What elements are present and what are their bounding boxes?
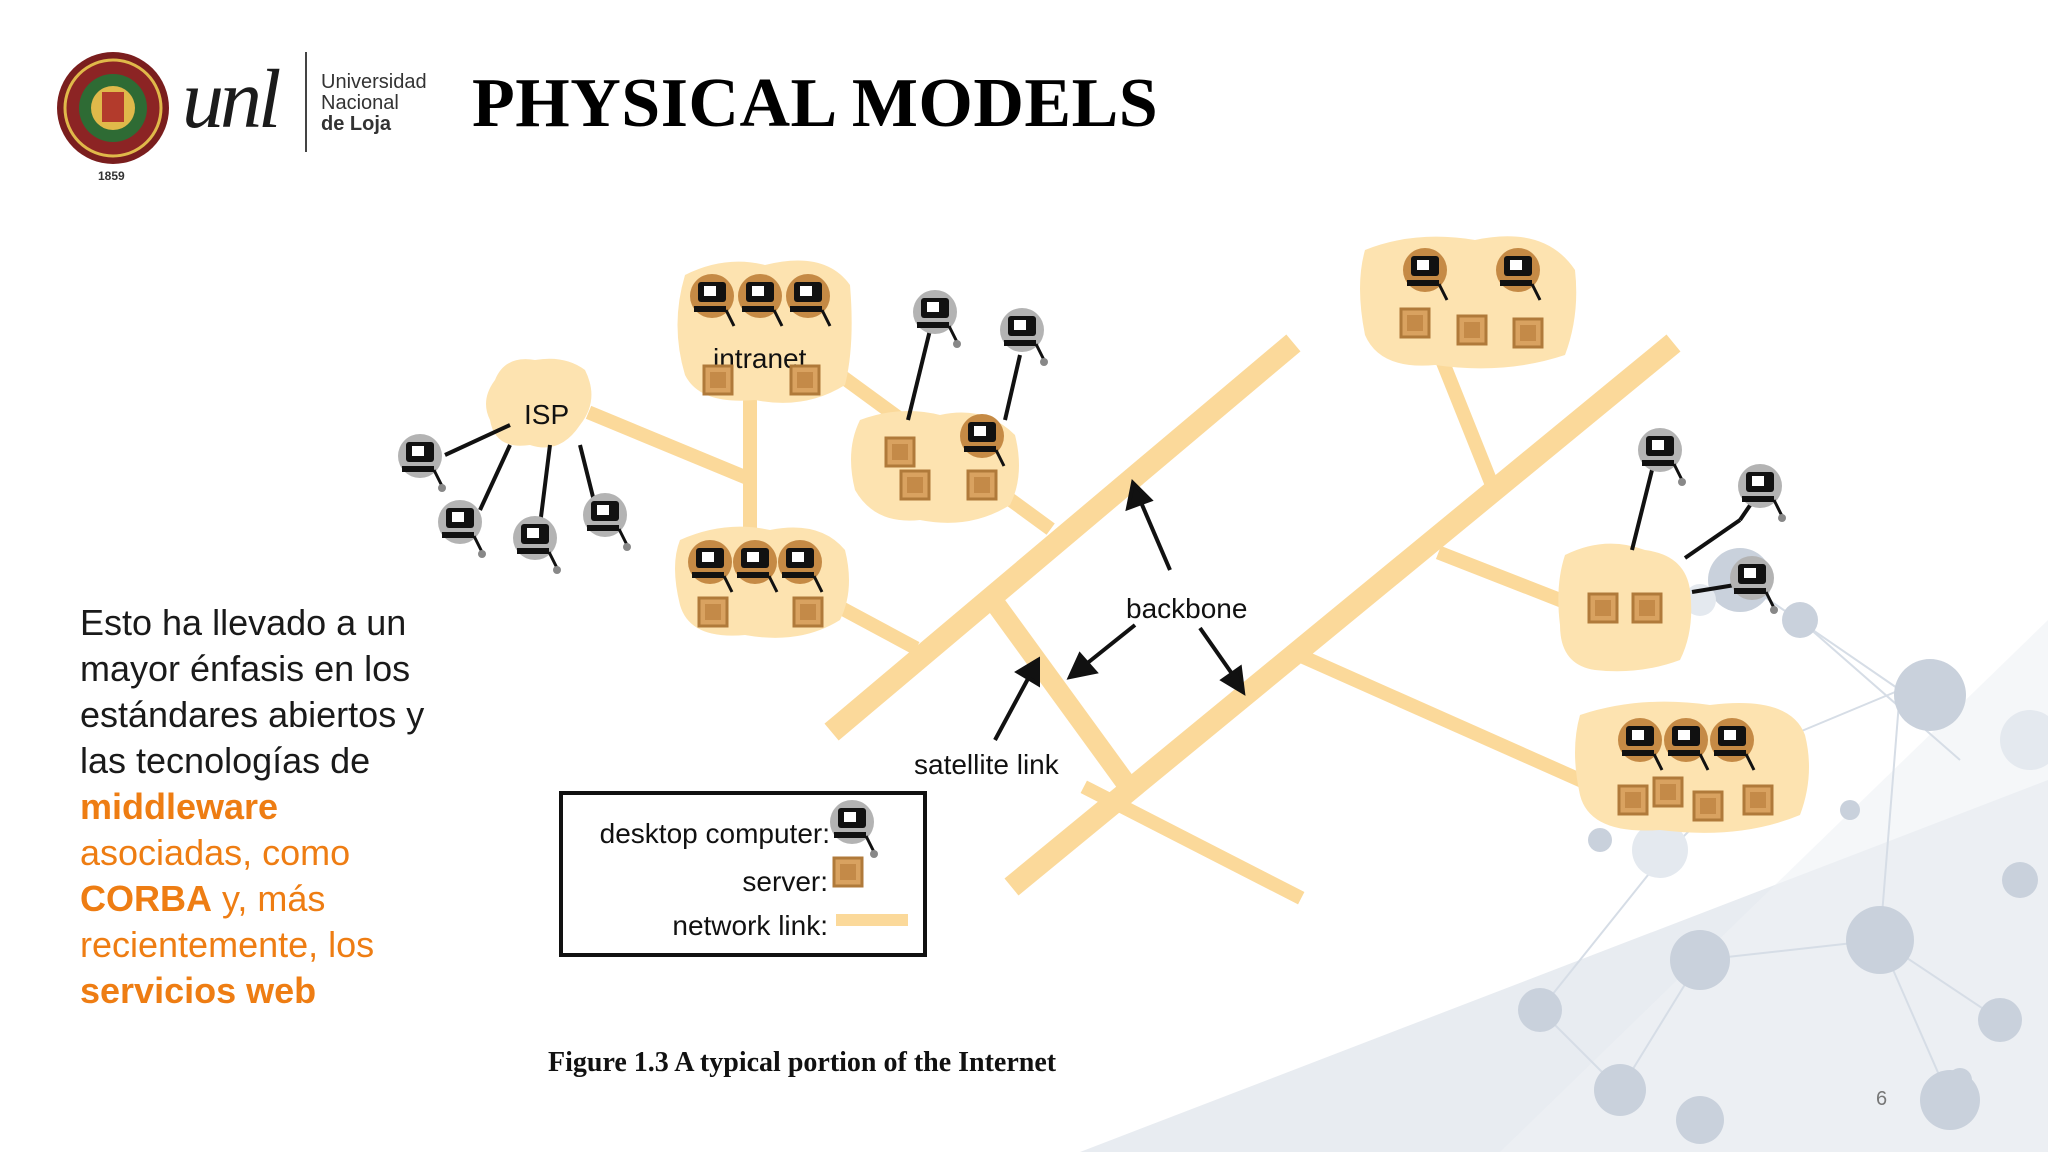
backbone-label: backbone	[1126, 593, 1247, 624]
server-icon	[789, 364, 821, 396]
desktop-computer-icon	[581, 491, 633, 553]
desktop-computer-icon	[511, 514, 563, 576]
server-icon	[1631, 592, 1663, 624]
server-icon	[1652, 776, 1684, 808]
unl-logo: unl	[182, 52, 307, 152]
body-text-orange-1: asociadas, como	[80, 832, 351, 873]
network-link-swatch	[836, 914, 908, 926]
desktop-computer-icon	[396, 432, 448, 494]
page-title: PHYSICAL MODELS	[472, 65, 1159, 142]
satellite-link-label: satellite link	[914, 749, 1060, 780]
term-web-services: servicios web	[80, 970, 317, 1011]
term-corba: CORBA	[80, 878, 212, 919]
legend-network-label: network link:	[672, 910, 828, 941]
server-icon	[1399, 307, 1431, 339]
figure-caption: Figure 1.3 A typical portion of the Inte…	[548, 1047, 1057, 1078]
server-icon	[1512, 317, 1544, 349]
body-text-orange-2: y, más recientemente, los	[80, 878, 375, 965]
server-icon	[1742, 784, 1774, 816]
term-middleware: middleware	[80, 786, 279, 827]
network-clouds	[486, 236, 1809, 833]
arrows	[993, 478, 1246, 741]
server-icon	[832, 856, 864, 888]
desktop-computer-icon	[1728, 554, 1780, 616]
desktop-computer-icon	[1636, 426, 1688, 488]
isp-connections	[444, 423, 597, 526]
server-icon	[697, 596, 729, 628]
desktop-computer-icon	[998, 306, 1050, 368]
body-paragraph: Esto ha llevado a un mayor énfasis en lo…	[80, 600, 460, 1014]
university-seal-icon: 1859	[57, 52, 169, 183]
server-icon	[702, 364, 734, 396]
university-line-3: de Loja	[321, 113, 392, 135]
svg-text:unl: unl	[182, 53, 280, 146]
network-links	[585, 334, 1681, 905]
legend: desktop computer: server: network link:	[559, 791, 927, 957]
server-icon	[1587, 592, 1619, 624]
server-icon	[899, 469, 931, 501]
desktop-computer-icon	[911, 288, 963, 350]
legend-server-label: server:	[742, 866, 828, 897]
body-text-intro: Esto ha llevado a un mayor énfasis en lo…	[80, 602, 425, 781]
page-number: 6	[1876, 1088, 1888, 1110]
server-icon	[1692, 790, 1724, 822]
university-line-2: Nacional	[321, 92, 399, 114]
isp-label: ISP	[524, 399, 569, 430]
server-icon	[966, 469, 998, 501]
university-name: Universidad Nacional de Loja	[321, 72, 427, 135]
server-icon	[1617, 784, 1649, 816]
svg-text:1859: 1859	[98, 169, 125, 183]
legend-desktop-label: desktop computer:	[600, 818, 830, 849]
server-icon	[1456, 314, 1488, 346]
server-icon	[792, 596, 824, 628]
university-line-1: Universidad	[321, 71, 427, 93]
middle-connections	[906, 329, 1022, 421]
server-icon	[884, 436, 916, 468]
